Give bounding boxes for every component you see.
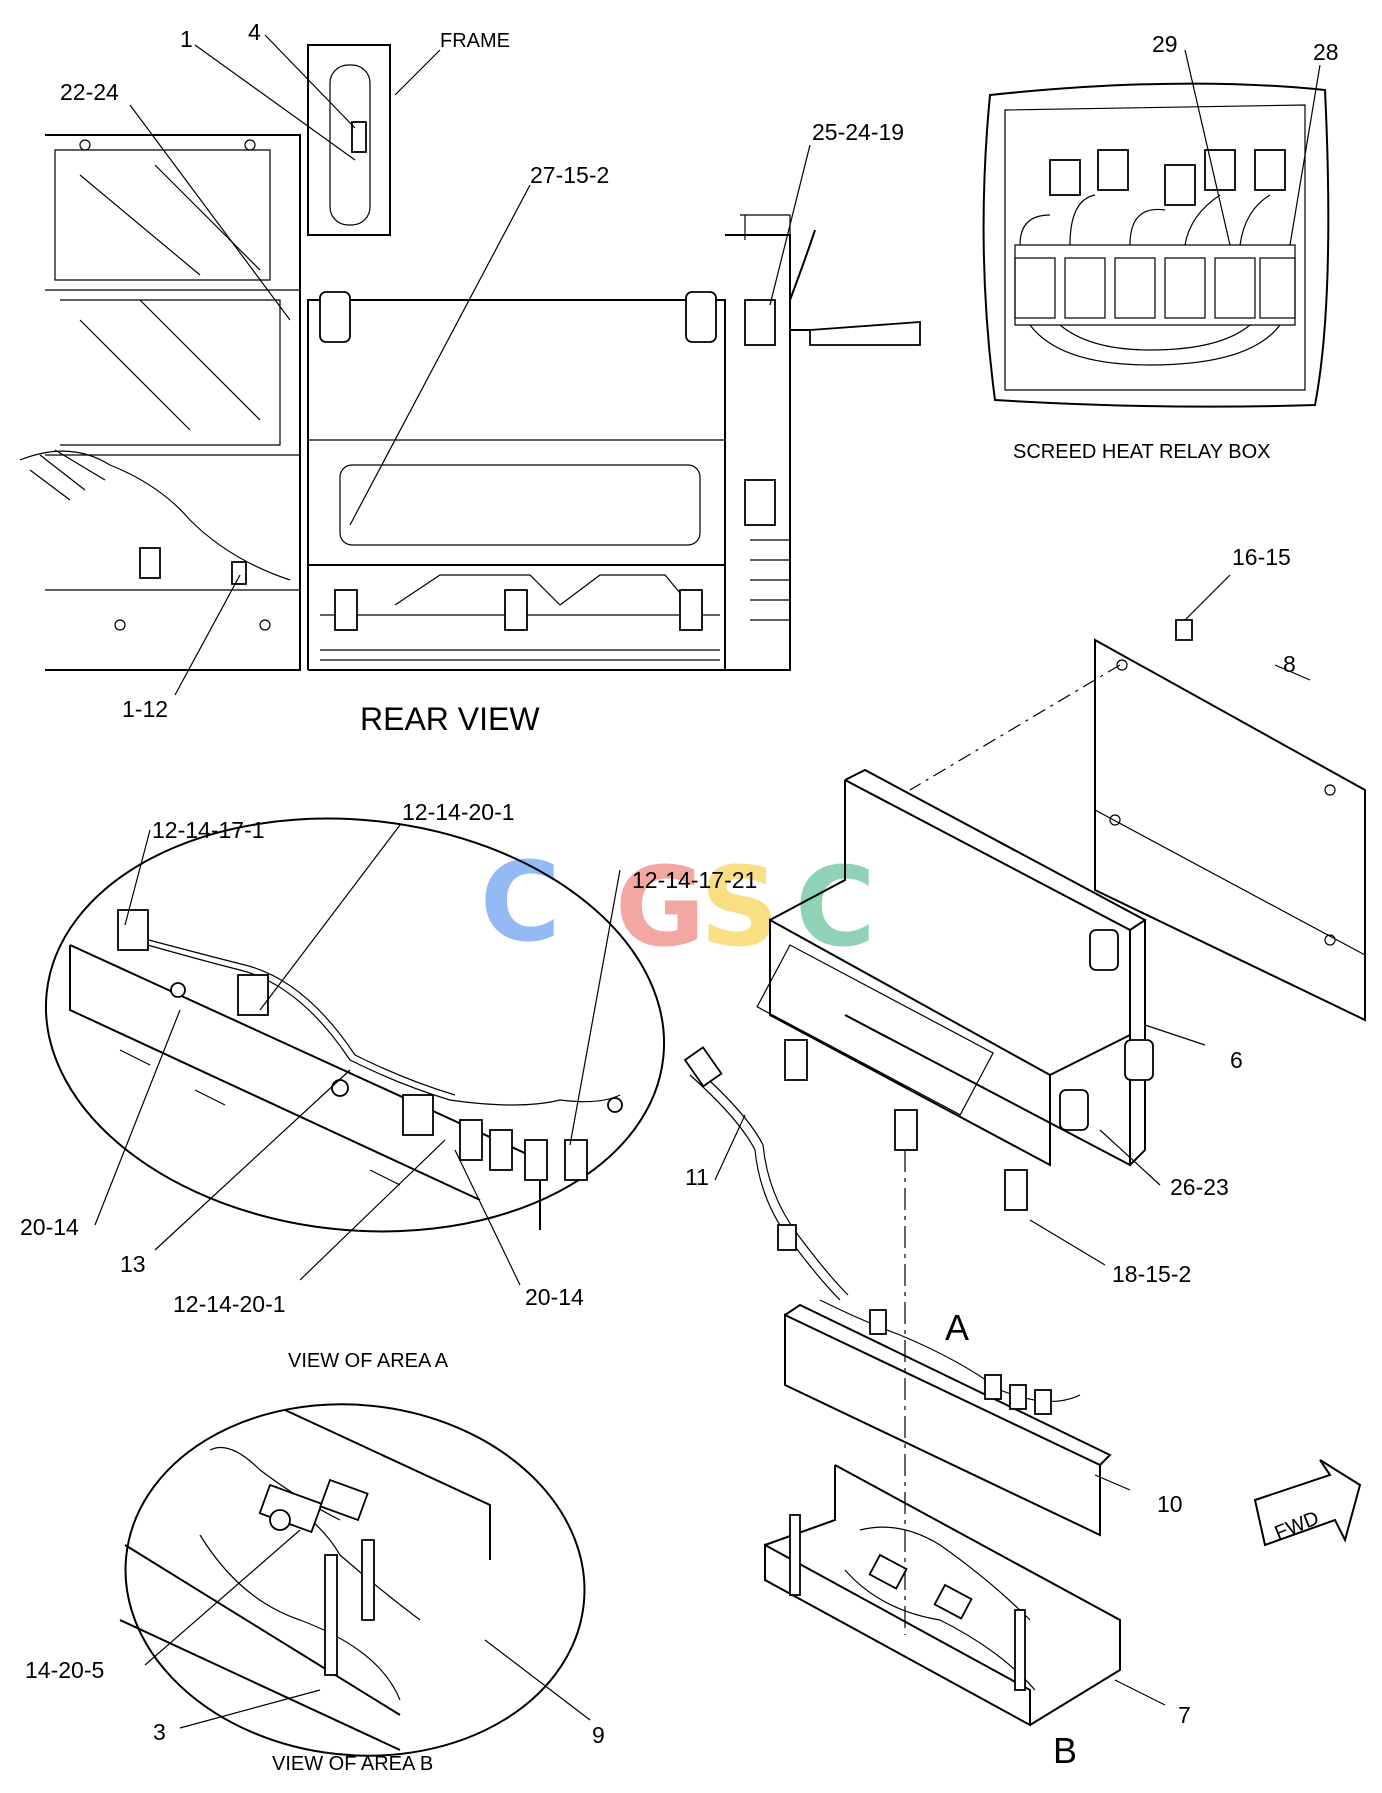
area-b-detail bbox=[119, 1403, 586, 1757]
callout-16-15: 16-15 bbox=[1232, 544, 1291, 570]
callout-12-14-20-1-top: 12-14-20-1 bbox=[402, 799, 515, 825]
cover-screw bbox=[1175, 619, 1193, 641]
callout-27-15-2: 27-15-2 bbox=[530, 162, 609, 188]
callout-20-14-right: 20-14 bbox=[525, 1284, 584, 1310]
harness-and-part-10 bbox=[683, 1046, 1112, 1537]
part-10-block bbox=[784, 1313, 1101, 1537]
leader-lines bbox=[94, 34, 1321, 1729]
callout-3: 3 bbox=[153, 1719, 166, 1745]
callout-20-14-left: 20-14 bbox=[20, 1214, 79, 1240]
label-view-area-b: VIEW OF AREA B bbox=[272, 1753, 433, 1775]
callout-26-23: 26-23 bbox=[1170, 1174, 1229, 1200]
part-7-tray bbox=[764, 1464, 1121, 1727]
cover-plate-drawing bbox=[909, 619, 1366, 1022]
callout-25-24-19: 25-24-19 bbox=[812, 119, 904, 145]
rear-view-drawing bbox=[19, 44, 921, 671]
callout-1: 1 bbox=[180, 26, 193, 52]
callout-29: 29 bbox=[1152, 31, 1178, 57]
label-view-area-a: VIEW OF AREA A bbox=[288, 1350, 449, 1372]
area-a-detail bbox=[44, 817, 666, 1233]
relay-box-outline bbox=[982, 82, 1330, 408]
watermark-letter-c2: C bbox=[795, 843, 876, 971]
callout-22-24: 22-24 bbox=[60, 79, 119, 105]
watermark-letter-c1: C bbox=[480, 838, 561, 966]
callout-4: 4 bbox=[248, 19, 261, 45]
callout-18-15-2: 18-15-2 bbox=[1112, 1261, 1191, 1287]
callout-12-14-20-1-bottom: 12-14-20-1 bbox=[173, 1291, 286, 1317]
watermark-letter-s: S bbox=[700, 843, 779, 971]
frame-plate bbox=[45, 134, 301, 671]
callout-10: 10 bbox=[1157, 1491, 1183, 1517]
watermark: C G S C bbox=[480, 838, 876, 971]
label-fwd: FWD bbox=[1272, 1507, 1322, 1544]
screed-box-rear bbox=[307, 299, 726, 566]
fwd-arrow bbox=[1253, 1459, 1362, 1547]
relay-component bbox=[351, 121, 367, 153]
callout-11: 11 bbox=[685, 1164, 709, 1190]
callout-12-14-17-21: 12-14-17-21 bbox=[632, 867, 757, 893]
area-a-ellipse bbox=[44, 817, 666, 1233]
label-relay-box: SCREED HEAT RELAY BOX bbox=[1013, 441, 1271, 463]
callout-1-12: 1-12 bbox=[122, 696, 168, 722]
callout-14-20-5: 14-20-5 bbox=[25, 1657, 104, 1683]
callout-7: 7 bbox=[1178, 1702, 1191, 1728]
relay-box-drawing bbox=[982, 82, 1330, 408]
label-rear-view: REAR VIEW bbox=[360, 701, 540, 737]
callout-13: 13 bbox=[120, 1251, 146, 1277]
relay-box-housing-drawing bbox=[756, 768, 1154, 1635]
area-b-ellipse bbox=[124, 1403, 586, 1757]
callout-9: 9 bbox=[592, 1722, 605, 1748]
watermark-letter-g: G bbox=[615, 843, 705, 971]
callout-8: 8 bbox=[1283, 651, 1296, 677]
crank-handle bbox=[809, 321, 921, 346]
callout-6: 6 bbox=[1230, 1047, 1243, 1073]
label-a: A bbox=[945, 1307, 969, 1348]
callout-12-14-17-1: 12-14-17-1 bbox=[152, 817, 265, 843]
frame-bracket bbox=[307, 44, 391, 236]
label-frame: FRAME bbox=[440, 30, 510, 52]
cover-plate bbox=[1094, 638, 1366, 1022]
callout-labels: 1 4 FRAME 22-24 27-15-2 25-24-19 29 28 S… bbox=[20, 19, 1339, 1775]
label-b: B bbox=[1053, 1730, 1077, 1771]
callout-28: 28 bbox=[1313, 39, 1339, 65]
